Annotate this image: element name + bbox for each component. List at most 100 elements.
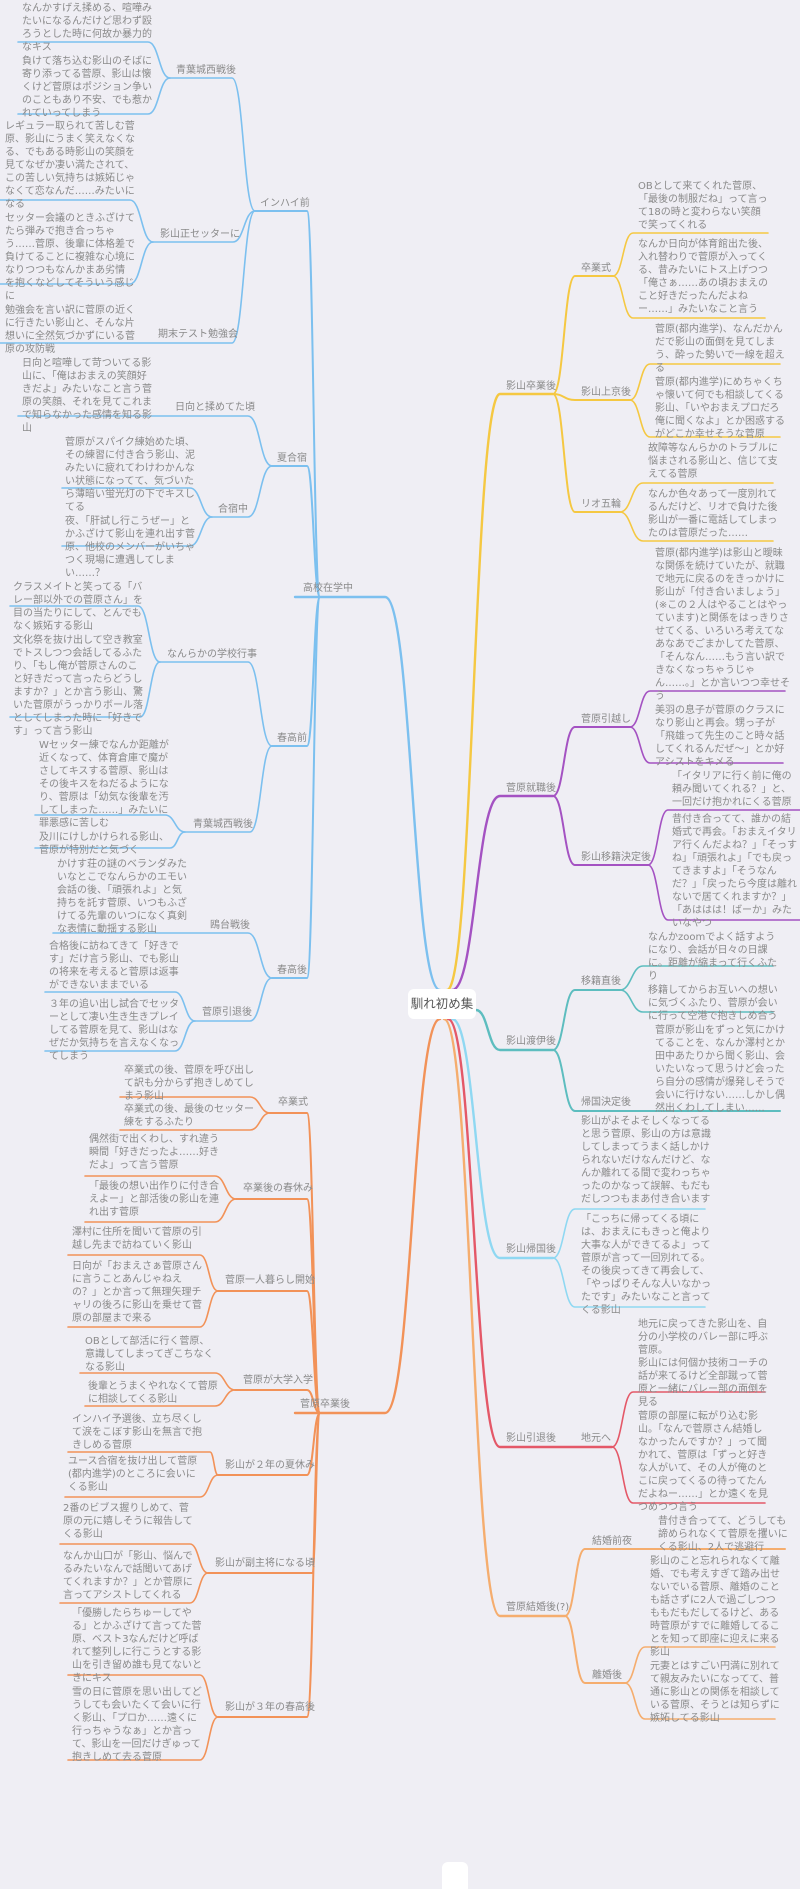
mindmap-branch-topic[interactable]: 影山正セッターに <box>160 229 240 240</box>
mindmap-leaf-topic[interactable]: 卒業式の後、最後のセッター練をするふたり <box>124 1104 254 1128</box>
mindmap-branch-topic[interactable]: 青葉城西戦後 <box>176 65 236 76</box>
mindmap-branch-topic[interactable]: 影山移籍決定後 <box>581 852 651 863</box>
mindmap-leaf-topic[interactable]: 地元に戻ってきた影山を、自分の小学校のバレー部に呼ぶ菅原。 影山には何個か技術コ… <box>638 1319 768 1408</box>
mindmap-leaf-topic[interactable]: 2番のビブス握りしめて、菅原の元に嬉しそうに報告してくる影山 <box>63 1503 193 1540</box>
mindmap-leaf-topic[interactable]: なんかすげえ揉める、喧嘩みたいになるんだけど思わず殴ろうとした時に何故か暴力的な… <box>22 3 152 53</box>
mindmap-leaf-topic[interactable]: ユース合宿を抜け出して菅原(都内進学)のところに会いにくる影山 <box>68 1456 198 1493</box>
mindmap-leaf-topic[interactable]: 「優勝したらちゅーしてやる」とかふざけて言ってた菅原、ベスト3なんだけど呼ばれて… <box>72 1608 202 1684</box>
mindmap-branch-topic[interactable]: 影山引退後 <box>506 1433 556 1444</box>
mindmap-branch-topic[interactable]: 離婚後 <box>592 1670 622 1681</box>
mindmap-leaf-topic[interactable]: セッター会議のときふざけてたら弾みで抱き合っちゃう……菅原、後輩に体格差で負けて… <box>5 213 135 302</box>
branch-line <box>17 415 273 467</box>
mindmap-branch-topic[interactable]: 移籍直後 <box>581 976 621 987</box>
mindmap-leaf-topic[interactable]: 合格後に訪ねてきて「好きです」だけ言う影山、でも影山の将来を考えると菅原は返事が… <box>49 941 179 991</box>
mindmap-leaf-topic[interactable]: 「最後の想い出作りに付き合えよー」と部活後の影山を連れ出す菅原 <box>89 1181 219 1218</box>
mindmap-branch-topic[interactable]: 影山が３年の春高後 <box>225 1702 315 1713</box>
branch-line <box>34 814 186 833</box>
mindmap-branch-topic[interactable]: 影山渡伊後 <box>506 1036 556 1047</box>
mindmap-leaf-topic[interactable]: 菅原が影山をずっと気にかけてることを、なんか澤村とか田中あたりから聞く影山、会い… <box>655 1025 785 1114</box>
mindmap-branch-topic[interactable]: 日向と揉めてた頃 <box>175 402 255 413</box>
branch-line <box>17 41 171 79</box>
mindmap-branch-topic[interactable]: 影山が副主将になる頃 <box>215 1558 315 1569</box>
branch-line <box>84 1198 237 1223</box>
mindmap-leaf-topic[interactable]: なんか日向が体育館出た後、入れ替わりで菅原が入ってくる、昔みたいにトス上げつつ「… <box>638 239 768 315</box>
mindmap-leaf-topic[interactable]: 卒業式の後、菅原を呼び出して訳も分からず抱きしめてしまう影山 <box>124 1065 254 1102</box>
mindmap-branch-topic[interactable]: 結婚前夜 <box>592 1536 632 1547</box>
mindmap-leaf-topic[interactable]: 移籍してからお互いへの想いに気づくふたり、菅原が会いに行って空港で抱きしめ合う <box>648 985 778 1022</box>
mindmap-branch-topic[interactable]: 影山が２年の夏休み <box>225 1460 315 1471</box>
mindmap-leaf-topic[interactable]: 澤村に住所を聞いて菅原の引越し先まで訪ねていく影山 <box>72 1227 202 1251</box>
mindmap-branch-topic[interactable]: 春高前 <box>277 733 307 744</box>
branch-line <box>552 393 631 401</box>
mindmap-leaf-topic[interactable]: Wセッター練でなんか距離が近くなって、体育倉庫で魔がさしてキスする菅原、影山はそ… <box>39 740 169 829</box>
mindmap-leaf-topic[interactable]: なんかzoomでよく話すようになり、会話が日々の日課に。距離が縮まって行くふたり <box>648 932 778 982</box>
branch-line <box>619 965 774 991</box>
mindmap-branch-topic[interactable]: 青葉城西戦後 <box>193 819 253 830</box>
mindmap-leaf-topic[interactable]: 影山がよそよそしくなってると思う菅原、影山の方は意識してしまってうまく話しかけら… <box>581 1116 711 1205</box>
mindmap-leaf-topic[interactable]: 負けて落ち込む影山のそばに寄り添ってる菅原、影山は懐くけど菅原はポジション争いの… <box>22 56 152 119</box>
mindmap-leaf-topic[interactable]: 菅原(都内進学)にめちゃくちゃ懐いて何でも相談してくる影山、「いやおまえプロだろ… <box>655 377 785 440</box>
mindmap-leaf-topic[interactable]: 故障等なんらかのトラブルに悩まされる影山と、信じて支えてる菅原 <box>648 443 778 480</box>
mindmap-branch-topic[interactable]: 影山帰国後 <box>506 1244 556 1255</box>
mindmap-branch-topic[interactable]: インハイ前 <box>260 198 310 209</box>
mindmap-leaf-topic[interactable]: 日向が「おまえさぁ菅原さんに言うことあんじゃねえの？」とか言って無理矢理チャリの… <box>72 1261 202 1324</box>
mindmap-branch-topic[interactable]: 菅原結婚後(?) <box>506 1602 570 1613</box>
bottom-toolbar-button[interactable] <box>442 1862 468 1889</box>
mindmap-branch-topic[interactable]: 期末テスト勉強会 <box>158 329 238 340</box>
mindmap-branch-topic[interactable]: 菅原引越し <box>581 714 631 725</box>
mindmap-leaf-topic[interactable]: 菅原(都内進学)、なんだかんだで影山の面倒を見てしまう、酔った勢いで一線を超える <box>655 324 785 374</box>
mindmap-leaf-topic[interactable]: 影山のこと忘れられなくて離婚、でも考えすぎて踏み出せないでいる菅原、離婚のことも… <box>650 1556 780 1658</box>
branch-line <box>9 605 161 663</box>
mindmap-leaf-topic[interactable]: 文化祭を抜け出して空き教室でトスしつつ会話してるふたり、「もし俺が菅原さんのこと… <box>13 635 143 737</box>
mindmap-branch-topic[interactable]: 高校在学中 <box>303 583 353 594</box>
mindmap-branch-topic[interactable]: 卒業後の春休み <box>243 1183 313 1194</box>
root-topic[interactable]: 馴れ初め集 <box>408 989 476 1019</box>
mindmap-branch-topic[interactable]: 春高後 <box>277 965 307 976</box>
mindmap-branch-topic[interactable]: 卒業式 <box>278 1097 308 1108</box>
mindmap-leaf-topic[interactable]: 菅原がスパイク練始めた頃、その練習に付き合う影山、泥みたいに疲れてわけわかんない… <box>65 437 195 513</box>
mindmap-leaf-topic[interactable]: かけす荘の謎のベランダみたいなとこでなんらかのエモい会話の後、「頑張れよ」と気持… <box>57 859 187 935</box>
mindmap-branch-topic[interactable]: 合宿中 <box>218 504 248 515</box>
branch-line <box>619 989 774 1013</box>
mindmap-branch-topic[interactable]: 影山上京後 <box>581 387 631 398</box>
mindmap-leaf-topic[interactable]: 菅原(都内進学)は影山と曖昧な関係を続けていたが、就職で地元に戻るのをきっかけに… <box>655 548 790 702</box>
mindmap-leaf-topic[interactable]: 「こっちに帰ってくる頃には、おまえにもきっと俺より大事な人ができてるよ」って菅原… <box>581 1214 711 1316</box>
mindmap-branch-topic[interactable]: 菅原卒業後 <box>300 1399 350 1410</box>
mindmap-branch-topic[interactable]: 菅原が大学入学 <box>243 1375 313 1386</box>
mindmap-leaf-topic[interactable]: 昔付き合ってて、誰かの結婚式で再会。「おまえイタリア行くんだよね？」「そっすね」… <box>672 814 797 929</box>
mindmap-leaf-topic[interactable]: 勉強会を言い訳に菅原の近くに行きたい影山と、そんな片想いに全然気づかずにいる菅原… <box>5 305 135 355</box>
mindmap-leaf-topic[interactable]: 及川にけしかけられる影山、菅原が特別だと気づく <box>39 832 169 856</box>
mindmap-leaf-topic[interactable]: 菅原の部屋に転がり込む影山。「なんで菅原さん結婚しなかったんですか？」って聞かれ… <box>638 1411 768 1513</box>
mindmap-leaf-topic[interactable]: 元妻とはすごい円満に別れてて親友みたいになってて、普通に影山との関係を相談してい… <box>650 1661 780 1724</box>
mindmap-branch-topic[interactable]: なんらかの学校行事 <box>167 649 257 660</box>
branch-line <box>619 482 774 513</box>
mindmap-branch-topic[interactable]: 菅原就職後 <box>506 783 556 794</box>
mindmap-branch-topic[interactable]: 卒業式 <box>581 263 611 274</box>
mindmap-leaf-topic[interactable]: OBとして来てくれた菅原、「最後の制服だね」って言って18の時と変わらない笑顔で… <box>638 181 768 231</box>
mindmap-branch-topic[interactable]: リオ五輪 <box>581 499 621 510</box>
mindmap-branch-topic[interactable]: 菅原引退後 <box>202 1007 252 1018</box>
mindmap-leaf-topic[interactable]: 昔付き合ってて、どうしても諦められなくて菅原を攫いにくる影山、2人で逃避行 <box>658 1516 788 1553</box>
mindmap-branch-topic[interactable]: 鴎台戦後 <box>210 920 250 931</box>
mindmap-leaf-topic[interactable]: なんか山口が「影山、悩んでるみたいなんで話聞いてあげてくれますか？」とか菅原に言… <box>63 1551 193 1601</box>
mindmap-leaf-topic[interactable]: 美羽の息子が菅原のクラスになり影山と再会。甥っ子が「飛雄って先生のこと時々話して… <box>655 705 785 768</box>
mindmap-leaf-topic[interactable]: 後輩とうまくやれなくて菅原に相談してくる影山 <box>88 1381 218 1405</box>
mindmap-leaf-topic[interactable]: OBとして部活に行く菅原、意識してしまってぎこちなくなる影山 <box>85 1336 214 1373</box>
mindmap-leaf-topic[interactable]: インハイ予選後、立ち尽くして涙をこぼす影山を無言で抱きしめる菅原 <box>72 1414 202 1451</box>
mindmap-leaf-topic[interactable]: クラスメイトと笑ってる「バレー部以外での菅原さん」を目の当たりにして、とんでもな… <box>13 582 143 632</box>
mindmap-branch-topic[interactable]: 菅原一人暮らし開始 <box>225 1275 315 1286</box>
mindmap-leaf-topic[interactable]: 雪の日に菅原を思い出してどうしても会いたくて会いに行く影山、「プロか……遠くに行… <box>72 1687 202 1763</box>
mindmap-branch-topic[interactable]: 帰国決定後 <box>581 1097 631 1108</box>
mindmap-leaf-topic[interactable]: 偶然街で出くわし、すれ違う瞬間「好きだったよ……好きだよ」って言う菅原 <box>89 1134 219 1171</box>
mindmap-leaf-topic[interactable]: 日向と喧嘩して苛ついてる影山に、「俺はおまえの笑顔好きだよ」みたいなこと言う菅原… <box>22 358 152 434</box>
branch-line <box>612 275 766 319</box>
branch-line <box>119 1096 271 1114</box>
mindmap-leaf-topic[interactable]: レギュラー取られて苦しむ菅原、影山にうまく笑えなくなる、でもある時影山の笑顔を見… <box>5 121 135 210</box>
mindmap-branch-topic[interactable]: 夏合宿 <box>277 453 307 464</box>
mindmap-leaf-topic[interactable]: なんか色々あって一度別れてるんだけど、リオで負けた後影山が一番に電話してしまった… <box>648 489 778 539</box>
mindmap-leaf-topic[interactable]: 夜、「肝試し行こうぜー」とかふざけて影山を連れ出す菅原、他校のメンバーがいちゃつ… <box>65 516 195 579</box>
mindmap-branch-topic[interactable]: 地元へ <box>581 1433 611 1444</box>
mindmap-leaf-topic[interactable]: 「イタリアに行く前に俺の頼み聞いてくれる？」と、一回だけ抱かれにくる菅原 <box>672 771 792 808</box>
mindmap-leaf-topic[interactable]: ３年の追い出し試合でセッターとして凄い生き生きプレイしてる菅原を見て、影山はなぜ… <box>49 999 179 1062</box>
mindmap-branch-topic[interactable]: 影山卒業後 <box>506 381 556 392</box>
